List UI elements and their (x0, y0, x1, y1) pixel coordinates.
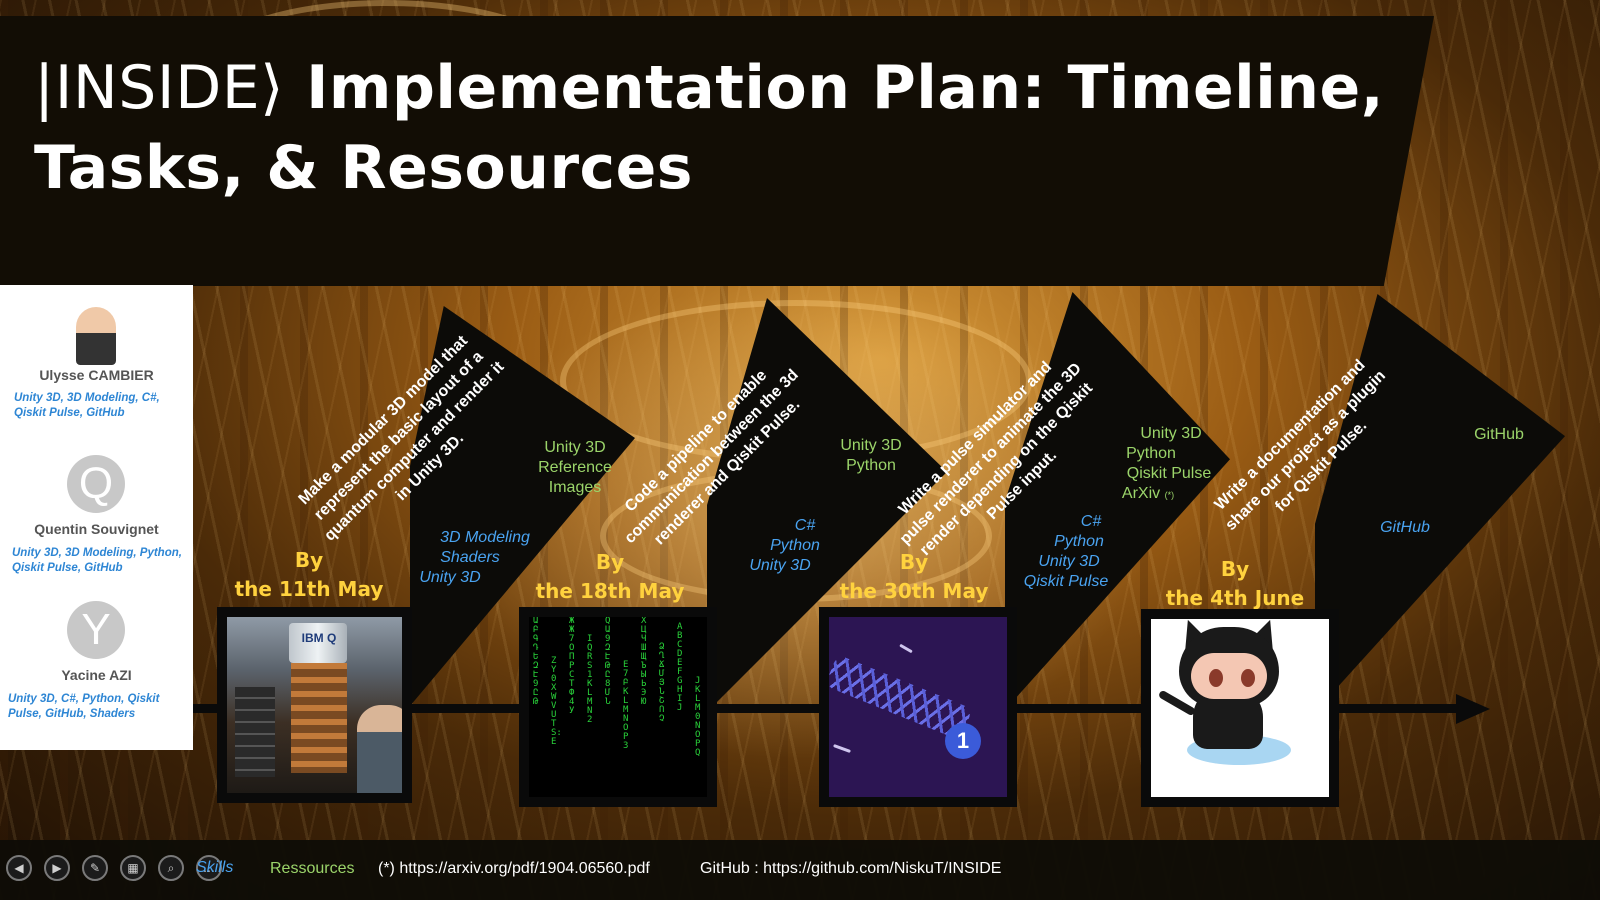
resource-note: (*) (1164, 490, 1175, 500)
more-button[interactable]: … (196, 855, 222, 881)
member-name: Ulysse CAMBIER (39, 367, 154, 383)
deadline-date: the 30th May (839, 579, 989, 603)
slide-title: |INSIDE⟩Implementation Plan: Timeline, T… (34, 48, 1394, 208)
project-logo-text: |INSIDE⟩ (34, 53, 285, 123)
deadline-date: the 4th June (1165, 586, 1305, 610)
arrow-left-icon: ◀ (14, 861, 24, 875)
skill-item: Unity 3D (419, 569, 481, 586)
cryostat-tower (291, 663, 347, 773)
qubit-state: 1 (945, 723, 981, 759)
more-icon: … (203, 861, 215, 875)
milestone-deadline: By the 18th May (530, 548, 690, 606)
person (357, 705, 402, 793)
resource-item: Images (548, 479, 602, 496)
grid-icon: ▦ (127, 861, 139, 875)
next-slide-button[interactable]: ▶ (44, 855, 70, 881)
title-banner (0, 16, 1434, 286)
resource-item: Unity 3D (544, 439, 606, 456)
pulse-animation: 1 (829, 617, 1007, 797)
code-matrix: ԱԲԳԴԵԶԷ9ԸԹ ZY0XWVUTS:E ЖЖ7ОПРСТФ4У IQRS1… (529, 617, 707, 797)
streak (833, 744, 851, 753)
milestone-skills: C# Python Unity 3D Qiskit Pulse (1006, 512, 1126, 592)
member-skills: Unity 3D, C#, Python, Qiskit Pulse, GitH… (8, 693, 160, 720)
slide-title-text: Implementation Plan: Timeline, Tasks, & … (34, 53, 1384, 203)
octocat-eye (1241, 669, 1255, 687)
timeline-arrowhead (1456, 694, 1490, 724)
skill-item: C# (1080, 513, 1102, 530)
milestone-deadline: By the 11th May (229, 546, 389, 604)
resource-item: ArXiv (1121, 485, 1161, 502)
member-skills: Unity 3D, 3D Modeling, C#, Qiskit Pulse,… (14, 392, 160, 419)
milestone-resources: Unity 3D Python Qiskit Pulse ArXiv (*) (1086, 424, 1216, 505)
bottom-bar (0, 840, 1600, 900)
deadline-by: By (595, 550, 625, 574)
resource-item: Python (846, 457, 896, 474)
cryostat-top (289, 623, 347, 663)
arrow-right-icon: ▶ (52, 861, 62, 875)
arxiv-reference: (*) https://arxiv.org/pdf/1904.06560.pdf (378, 860, 650, 877)
milestone-resources: Unity 3D Reference Images (510, 438, 640, 498)
pen-button[interactable]: ✎ (82, 855, 108, 881)
zoom-icon: ⌕ (167, 861, 175, 875)
pen-icon: ✎ (89, 861, 101, 875)
milestone-resources: Unity 3D Python (816, 436, 926, 476)
legend-skills: Skills (196, 859, 234, 876)
deadline-date: the 18th May (535, 579, 685, 603)
skill-item: Unity 3D (1038, 553, 1100, 570)
octocat-face (1191, 653, 1267, 699)
slides-view-button[interactable]: ▦ (120, 855, 146, 881)
deadline-by: By (899, 550, 929, 574)
deadline-date: the 11th May (234, 577, 384, 601)
github-octocat (1151, 619, 1329, 797)
skill-item: C# (794, 517, 816, 534)
streak (899, 643, 913, 654)
milestone-image: 1 (819, 607, 1017, 807)
member-name: Quentin Souvignet (34, 521, 159, 537)
ibm-quantum-lab-photo: IBM Q (227, 617, 402, 793)
skill-item: Python (770, 537, 820, 554)
deadline-by: By (294, 548, 324, 572)
avatar: Y (67, 601, 125, 659)
skill-item: Shaders (440, 549, 500, 566)
resource-item: Unity 3D (1140, 425, 1202, 442)
resource-item: Qiskit Pulse (1126, 465, 1212, 482)
milestone-image: IBM Q (217, 607, 412, 803)
milestone-image (1141, 609, 1339, 807)
resource-item: Unity 3D (840, 437, 902, 454)
legend-resources: Ressources (270, 860, 355, 877)
skill-item: Python (1054, 533, 1104, 550)
resource-item: Reference (538, 459, 612, 476)
milestone-skills: 3D Modeling Shaders Unity 3D (395, 528, 545, 588)
milestone-deadline: By the 4th June (1150, 555, 1320, 613)
milestone-image: ԱԲԳԴԵԶԷ9ԸԹ ZY0XWVUTS:E ЖЖ7ОПРСТФ4У IQRS1… (519, 607, 717, 807)
member-skills: Unity 3D, 3D Modeling, Python, Qiskit Pu… (12, 547, 182, 574)
milestone-skills: GitHub (1360, 518, 1450, 538)
team-panel: Ulysse CAMBIER Unity 3D, 3D Modeling, C#… (0, 285, 193, 750)
zoom-button[interactable]: ⌕ (158, 855, 184, 881)
avatar (76, 307, 116, 365)
ibm-logo: IBM Q (301, 631, 337, 645)
github-link[interactable]: GitHub : https://github.com/NiskuT/INSID… (700, 860, 1002, 877)
skill-item: 3D Modeling (440, 529, 530, 546)
member-name: Yacine AZI (61, 667, 132, 683)
avatar: Q (67, 455, 125, 513)
milestone-deadline: By the 30th May (834, 548, 994, 606)
resource-item: GitHub (1474, 426, 1524, 443)
resource-item: Python (1126, 445, 1176, 462)
skill-item: Qiskit Pulse (1023, 573, 1109, 590)
prev-slide-button[interactable]: ◀ (6, 855, 32, 881)
equipment-rack (235, 687, 275, 777)
skill-item: GitHub (1380, 519, 1430, 536)
octocat-eye (1209, 669, 1223, 687)
skill-item: Unity 3D (749, 557, 811, 574)
deadline-by: By (1220, 557, 1250, 581)
milestone-skills: C# Python Unity 3D (720, 516, 840, 576)
milestone-resources: GitHub (1454, 425, 1544, 445)
